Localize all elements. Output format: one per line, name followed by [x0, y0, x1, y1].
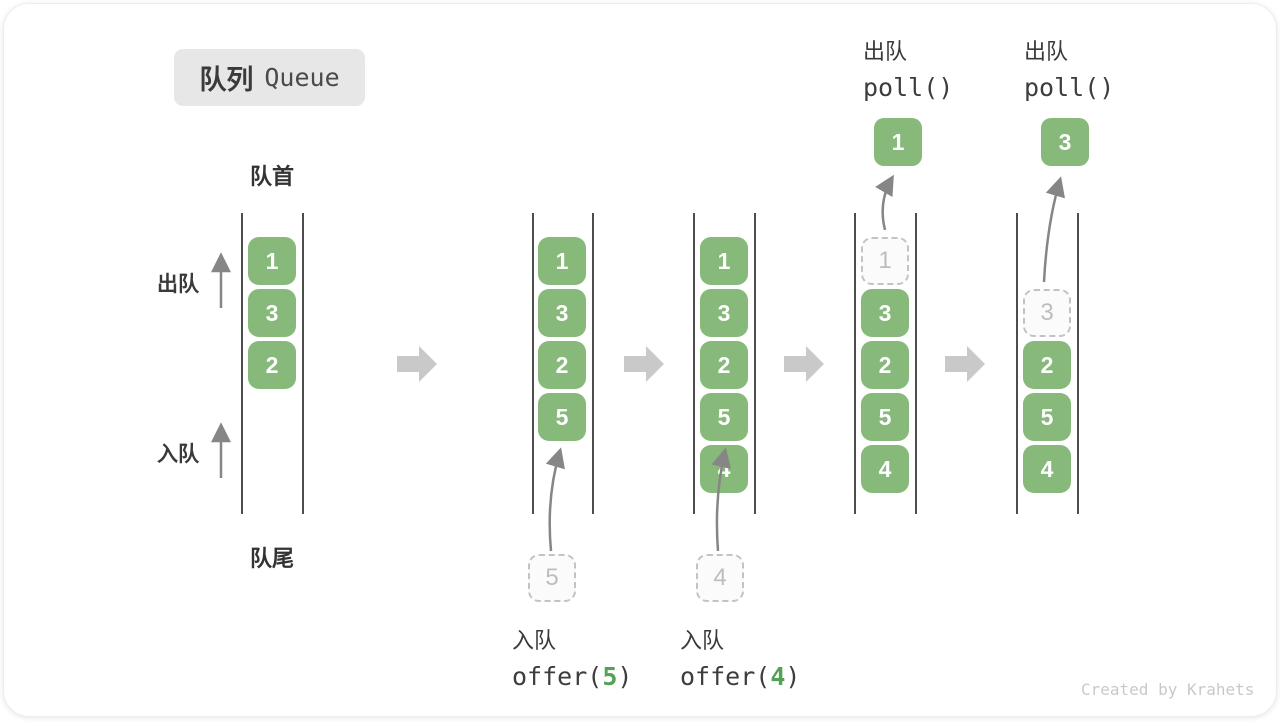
queue-item: 4 — [1023, 445, 1071, 493]
queue-item: 5 — [538, 393, 586, 441]
step-arrow-icon — [945, 346, 985, 382]
enqueue-op-code: offer(5) — [512, 662, 633, 691]
queue-front-label: 队首 — [249, 164, 294, 189]
arrows-overlay — [211, 174, 1065, 552]
poll-operation: 出队 poll() — [863, 34, 953, 102]
queue-rail — [302, 213, 304, 514]
poll-arrow-icon — [875, 174, 894, 231]
queue-item: 1 — [700, 237, 748, 285]
queue-item: 2 — [1023, 341, 1071, 389]
queue-item: 5 — [861, 393, 909, 441]
queue-item: 2 — [538, 341, 586, 389]
queue-item: 3 — [538, 289, 586, 337]
queue-item: 1 — [538, 237, 586, 285]
queue-item: 2 — [861, 341, 909, 389]
queue-rear-label: 队尾 — [249, 546, 294, 571]
polled-item: 1 — [874, 118, 922, 166]
enqueue-op-label: 入队 — [512, 628, 557, 653]
enqueue-operation: 入队 offer(5) — [512, 623, 632, 691]
poll-op-label: 出队 — [1024, 39, 1069, 64]
enqueue-op-code: offer(4) — [680, 662, 801, 691]
queue-rail — [754, 213, 756, 514]
poll-op-label: 出队 — [863, 39, 908, 64]
poll-op-code: poll() — [863, 73, 954, 102]
poll-operation: 出队 poll() — [1024, 34, 1114, 102]
queue-item: 4 — [861, 445, 909, 493]
pending-item: 5 — [528, 554, 576, 602]
dequeue-side-label: 出队 — [157, 273, 199, 296]
title-en: Queue — [264, 63, 340, 92]
queue-item: 3 — [248, 289, 296, 337]
queue-item: 3 — [700, 289, 748, 337]
queue-rail — [592, 213, 594, 514]
polled-item: 3 — [1041, 118, 1089, 166]
enqueue-op-label: 入队 — [680, 628, 725, 653]
enqueue-arrow-icon — [545, 447, 565, 552]
step-arrow-icon — [397, 346, 437, 382]
queue-rail — [1077, 213, 1079, 514]
queue-rail — [532, 213, 534, 514]
step-arrow-icon — [784, 346, 824, 382]
queue-item: 3 — [861, 289, 909, 337]
queue-item: 2 — [248, 341, 296, 389]
pending-item: 4 — [696, 554, 744, 602]
queue-item: 2 — [700, 341, 748, 389]
removed-item: 1 — [861, 237, 909, 285]
queue-rail — [915, 213, 917, 514]
queue-item: 5 — [1023, 393, 1071, 441]
removed-item: 3 — [1023, 289, 1071, 337]
poll-arrow-icon — [1042, 176, 1065, 283]
queue-item: 4 — [700, 445, 748, 493]
queue-rail — [1016, 213, 1018, 514]
step-arrow-icon — [624, 346, 664, 382]
poll-op-code: poll() — [1024, 73, 1115, 102]
queue-rail — [241, 213, 243, 514]
queue-rail — [854, 213, 856, 514]
queue-item: 1 — [248, 237, 296, 285]
queue-rail — [693, 213, 695, 514]
queue-item: 5 — [700, 393, 748, 441]
title-badge: 队列 Queue — [174, 49, 365, 106]
enqueue-operation: 入队 offer(4) — [680, 623, 800, 691]
watermark: Created by Krahets — [1081, 680, 1255, 699]
title-zh: 队列 — [199, 65, 254, 95]
diagram-canvas: 队列 Queue 队首 队尾 出队 入队 1 3 2 1 3 2 5 5 1 3… — [3, 3, 1277, 717]
enqueue-side-label: 入队 — [157, 443, 199, 466]
